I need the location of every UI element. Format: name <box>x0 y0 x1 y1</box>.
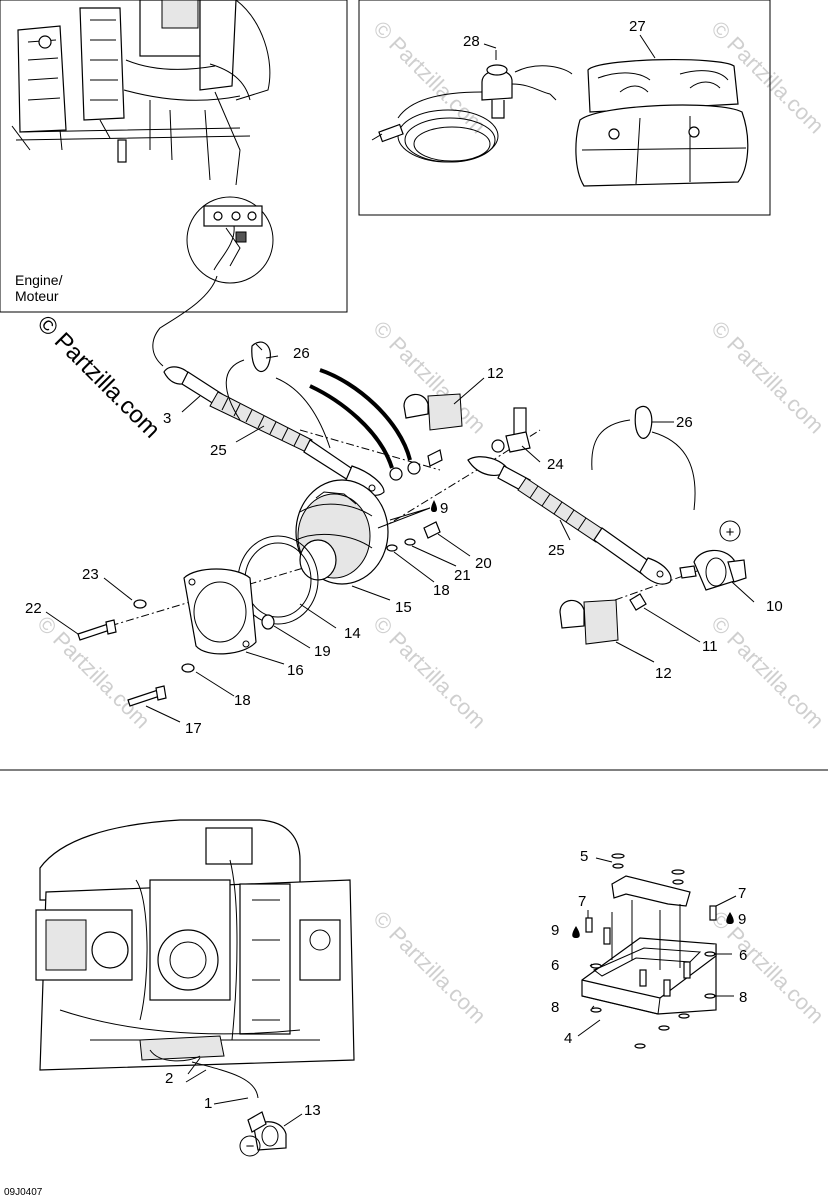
main-assembly: + <box>77 341 747 707</box>
spacer <box>261 614 275 630</box>
watermark: © Partzilla.com <box>706 316 828 439</box>
callout-23: 23 <box>82 566 99 583</box>
callout-17: 17 <box>185 720 202 737</box>
terminal-elbow <box>505 407 531 453</box>
leader-lines <box>45 355 755 723</box>
callout-7: 7 <box>738 885 746 902</box>
watermark: © Partzilla.com <box>706 906 828 1029</box>
engine-side-view: − <box>35 819 355 1157</box>
battery-blanket <box>575 59 749 187</box>
cable-tie <box>251 341 271 372</box>
callout-16: 16 <box>287 662 304 679</box>
bolt <box>683 961 691 979</box>
magnified-terminal <box>203 205 263 271</box>
washer <box>404 538 416 546</box>
bolt <box>639 969 647 987</box>
callout-19: 19 <box>314 643 331 660</box>
callout-12: 12 <box>487 365 504 382</box>
nut <box>629 593 647 611</box>
negative-battery-cable <box>163 366 385 496</box>
callout-6: 6 <box>551 957 559 974</box>
callout-9: 9 <box>738 911 746 928</box>
callout-11: 11 <box>702 638 718 655</box>
callout-8: 8 <box>739 989 747 1006</box>
battery-tray <box>572 853 737 1049</box>
battery-housing <box>295 479 389 585</box>
bolt <box>603 927 611 945</box>
callout-7: 7 <box>578 893 586 910</box>
callout-21: 21 <box>454 567 471 584</box>
callout-25: 25 <box>210 442 227 459</box>
callout-27: 27 <box>629 18 646 35</box>
callout-26: 26 <box>676 414 693 431</box>
accessory-box <box>358 0 771 216</box>
engine-label: Engine/Moteur <box>15 272 63 304</box>
watermark-main: © Partzilla.com <box>32 310 165 443</box>
positive-symbol-circle <box>719 520 741 542</box>
engine-inset-frame <box>0 0 348 313</box>
callout-2: 2 <box>165 1070 173 1087</box>
washer <box>386 544 398 552</box>
mounting-plate <box>183 568 257 655</box>
callout-3: 3 <box>163 410 171 427</box>
callout-12: 12 <box>655 665 672 682</box>
negative-symbol-circle <box>239 1135 261 1157</box>
negative-symbol: − <box>246 1138 255 1155</box>
positive-terminal-clamp <box>679 549 747 591</box>
bolt <box>585 917 593 933</box>
watermark: © Partzilla.com <box>368 906 491 1029</box>
detail-magnifier <box>186 196 274 284</box>
nut <box>423 521 441 539</box>
callout-5: 5 <box>580 848 588 865</box>
callout-14: 14 <box>344 625 361 642</box>
callout-25: 25 <box>548 542 565 559</box>
positive-symbol: + <box>726 524 735 541</box>
callout-28: 28 <box>463 33 480 50</box>
callout-6: 6 <box>739 947 747 964</box>
washer <box>181 663 195 673</box>
accessory-box-frame <box>358 0 771 216</box>
callout-24: 24 <box>547 456 564 473</box>
callout-20: 20 <box>475 555 492 572</box>
battery-heater-harness <box>371 50 573 163</box>
screw <box>77 623 111 641</box>
engine-illustration <box>11 0 271 186</box>
callout-9: 9 <box>440 500 448 517</box>
callout-9: 9 <box>551 922 559 939</box>
terminal-cover <box>559 599 619 645</box>
callout-1: 1 <box>204 1095 212 1112</box>
washer <box>133 599 147 609</box>
engine-label-line: Engine/ <box>15 272 63 288</box>
callout-18: 18 <box>234 692 251 709</box>
engine-inset: Engine/Moteur <box>0 0 348 367</box>
callout-10: 10 <box>766 598 783 615</box>
callout-8: 8 <box>551 999 559 1016</box>
callout-15: 15 <box>395 599 412 616</box>
positive-battery-cable <box>467 439 672 585</box>
callout-13: 13 <box>304 1102 321 1119</box>
callout-labels: 28 27 26 12 3 26 25 24 9 25 20 21 23 18 … <box>25 18 783 1119</box>
engine-label-line: Moteur <box>15 288 59 304</box>
callout-22: 22 <box>25 600 42 617</box>
watermark: © Partzilla.com <box>706 611 828 734</box>
diagram-code: 09J0407 <box>4 1187 43 1198</box>
terminal-cover <box>403 393 463 431</box>
bolt <box>663 979 671 997</box>
cable-tie <box>634 405 653 439</box>
callout-4: 4 <box>564 1030 572 1047</box>
watermark: © Partzilla.com <box>368 611 491 734</box>
callout-18: 18 <box>433 582 450 599</box>
callout-26: 26 <box>293 345 310 362</box>
bolt <box>709 905 717 921</box>
